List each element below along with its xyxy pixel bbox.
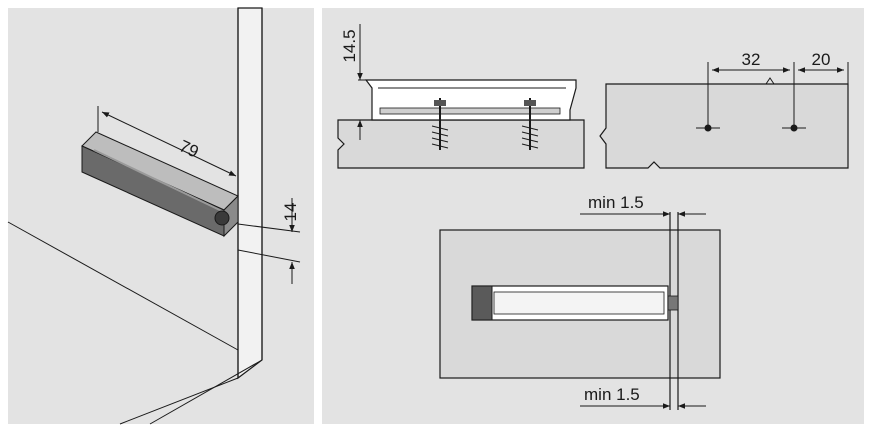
dimension-offset-label: 14	[281, 203, 300, 222]
latch-front	[471, 285, 679, 321]
dimension-spacing-b-label: 20	[812, 50, 831, 69]
section-board	[337, 119, 585, 169]
dimension-height-label: 14.5	[340, 29, 359, 62]
cabinet-side-wall	[237, 7, 263, 380]
front-gap-view: min 1.5 min 1.5	[439, 193, 721, 410]
cabinet-bottom-edge	[7, 221, 239, 351]
cabinet-front-edge	[119, 377, 239, 425]
dimension-gap-bottom-label: min 1.5	[584, 385, 640, 404]
dimension-spacing-a-label: 32	[742, 50, 761, 69]
left-panel-background	[8, 8, 314, 424]
spacing-board	[599, 83, 849, 169]
latch-plunger	[214, 210, 230, 226]
right-panel: 14.5 32 20	[322, 8, 864, 424]
hole-spacing-view: 32 20	[599, 50, 849, 169]
dimension-gap-top-label: min 1.5	[588, 193, 644, 212]
side-section-view: 14.5	[337, 24, 585, 169]
left-panel: 79 14	[7, 7, 314, 425]
dimension-14: 14	[237, 198, 301, 284]
screw-right	[521, 98, 539, 150]
screw-left	[431, 98, 449, 150]
